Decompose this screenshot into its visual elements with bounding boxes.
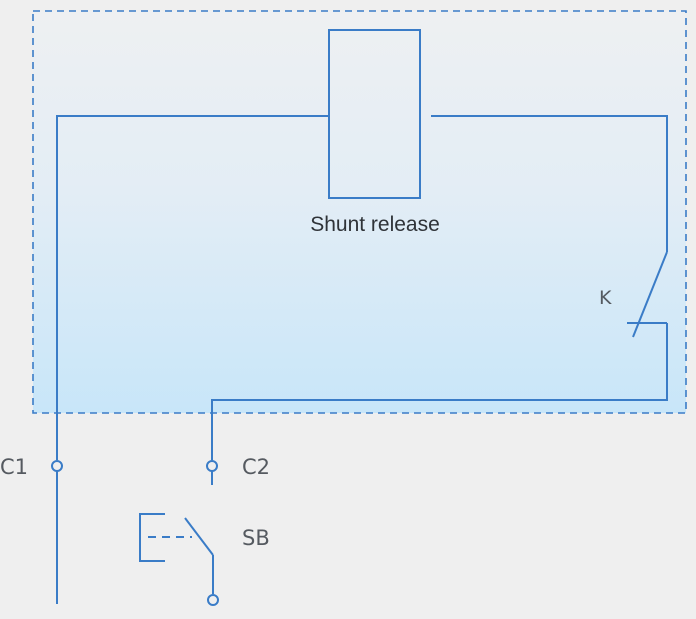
wire-c1-to-coil bbox=[56, 115, 329, 460]
pushbutton-sb-blade bbox=[184, 517, 214, 556]
terminal-c1-label: C1 bbox=[0, 455, 28, 479]
enclosure-border bbox=[32, 10, 687, 414]
terminal-c2 bbox=[206, 460, 218, 472]
switch-k-label: K bbox=[599, 287, 612, 309]
pushbutton-sb-terminal bbox=[207, 594, 219, 606]
wire-coil-to-k bbox=[431, 115, 668, 252]
pushbutton-sb-head bbox=[139, 513, 165, 562]
terminal-c2-label: C2 bbox=[242, 455, 270, 479]
enclosure-panel bbox=[33, 11, 686, 413]
wire-k-to-c2 bbox=[211, 323, 668, 460]
shunt-release-label: Shunt release bbox=[310, 213, 440, 236]
pushbutton-sb-label: SB bbox=[242, 526, 270, 550]
shunt-release-coil bbox=[328, 29, 421, 199]
terminal-c1 bbox=[51, 460, 63, 472]
